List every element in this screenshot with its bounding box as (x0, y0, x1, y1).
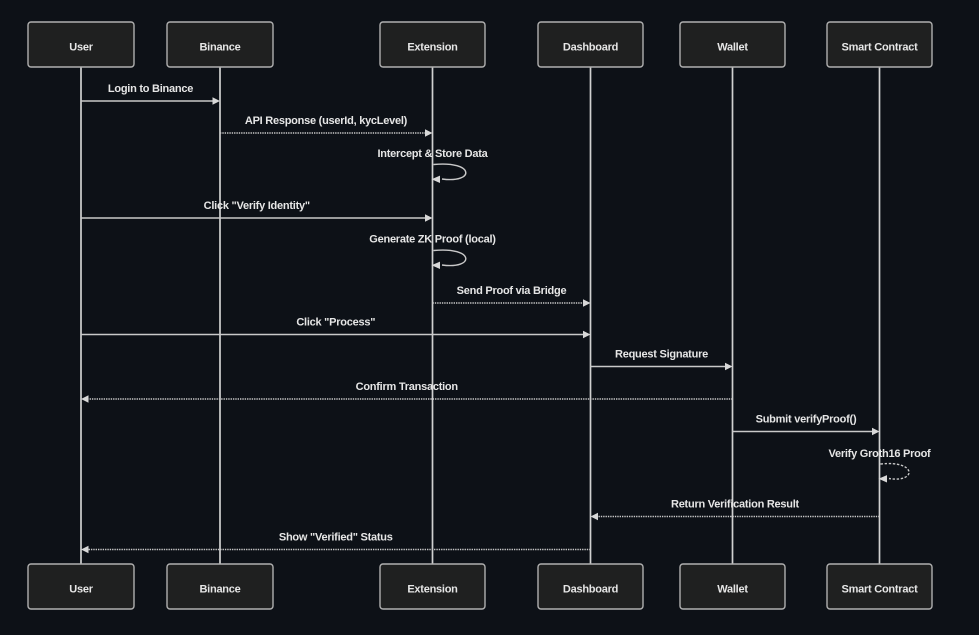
svg-text:Intercept & Store Data: Intercept & Store Data (377, 148, 488, 160)
svg-text:Submit verifyProof(): Submit verifyProof() (756, 414, 857, 426)
svg-text:Return Verification Result: Return Verification Result (671, 499, 800, 511)
svg-text:Show "Verified" Status: Show "Verified" Status (279, 532, 393, 544)
svg-text:Dashboard: Dashboard (563, 583, 618, 595)
svg-text:User: User (69, 41, 93, 53)
svg-text:Wallet: Wallet (717, 583, 748, 595)
svg-text:Verify Groth16 Proof: Verify Groth16 Proof (829, 448, 932, 460)
svg-text:Smart Contract: Smart Contract (842, 583, 919, 595)
svg-text:Extension: Extension (407, 583, 458, 595)
svg-text:User: User (69, 583, 93, 595)
svg-text:Generate ZK Proof (local): Generate ZK Proof (local) (369, 234, 496, 246)
svg-text:Request Signature: Request Signature (615, 349, 708, 361)
svg-text:Click "Process": Click "Process" (296, 317, 375, 329)
svg-text:Click "Verify Identity": Click "Verify Identity" (204, 200, 310, 212)
svg-text:Dashboard: Dashboard (563, 41, 618, 53)
svg-text:Extension: Extension (407, 41, 458, 53)
svg-text:Login to Binance: Login to Binance (108, 83, 193, 95)
svg-text:Send Proof via Bridge: Send Proof via Bridge (457, 285, 567, 297)
svg-text:Binance: Binance (199, 41, 240, 53)
svg-text:API Response (userId, kycLevel: API Response (userId, kycLevel) (245, 115, 408, 127)
svg-text:Wallet: Wallet (717, 41, 748, 53)
svg-text:Binance: Binance (199, 583, 240, 595)
svg-text:Confirm Transaction: Confirm Transaction (356, 381, 459, 393)
svg-text:Smart Contract: Smart Contract (842, 41, 919, 53)
